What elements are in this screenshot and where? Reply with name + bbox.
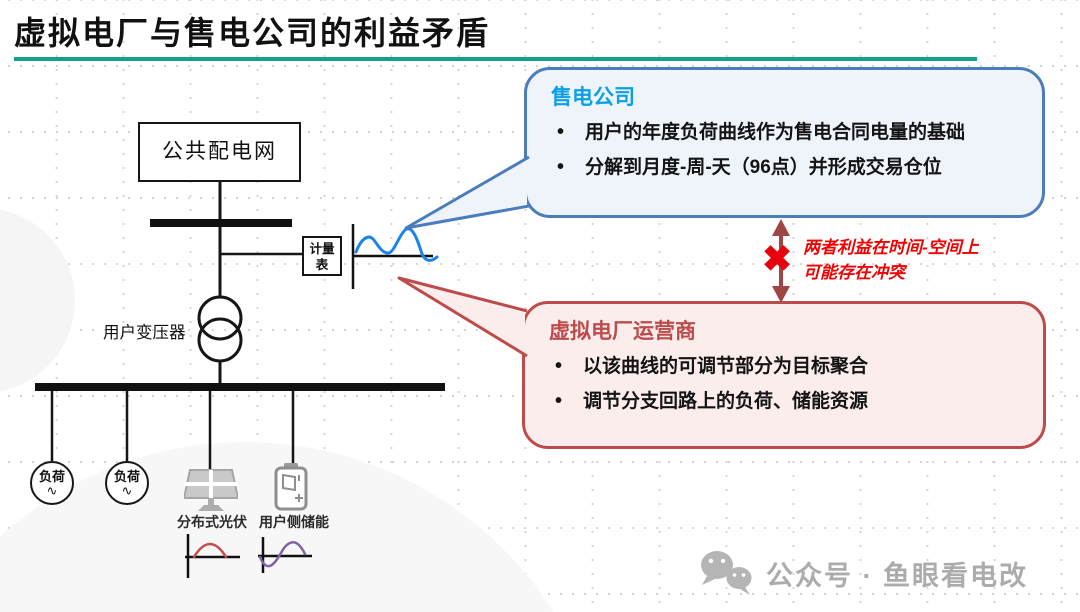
- pv-label: 分布式光伏: [177, 514, 247, 530]
- retailer-bullet-list: 用户的年度负荷曲线作为售电合同电量的基础 分解到月度-周-天（96点）并形成交易…: [549, 121, 1024, 179]
- watermark-text: 公众号 · 鱼眼看电改: [766, 560, 1028, 591]
- page-title: 虚拟电厂与售电公司的利益矛盾: [14, 15, 491, 51]
- conflict-note-line1: 两者利益在时间-空间上: [803, 238, 979, 257]
- bullet-item: 以该曲线的可调节部分为目标聚合: [547, 355, 1025, 378]
- title-underline: [14, 57, 977, 61]
- storage-curve-line: [258, 541, 307, 568]
- transformer-label: 用户变压器: [103, 324, 186, 342]
- meter-curve-chart: [351, 224, 439, 289]
- upper-bus: [150, 219, 292, 227]
- conflict-note-line2: 可能存在冲突: [803, 262, 905, 282]
- watermark: 公众号 · 鱼眼看电改: [698, 548, 1028, 598]
- sine-wave-icon: ∿: [121, 482, 133, 498]
- lower-bus: [35, 383, 445, 391]
- vpp-callout: 虚拟电厂运营商 以该曲线的可调节部分为目标聚合 调节分支回路上的负荷、储能资源: [522, 301, 1046, 449]
- retailer-callout: 售电公司 用户的年度负荷曲线作为售电合同电量的基础 分解到月度-周-天（96点）…: [524, 67, 1045, 218]
- public-grid-box: 公共配电网: [138, 122, 301, 182]
- battery-icon: [274, 463, 308, 511]
- conflict-x-icon: ✖: [762, 238, 793, 279]
- solar-panel-icon: [184, 469, 238, 511]
- storage-label: 用户侧储能: [259, 514, 329, 530]
- vpp-bullet-list: 以该曲线的可调节部分为目标聚合 调节分支回路上的负荷、储能资源: [547, 355, 1025, 413]
- meter-box: 计量表: [302, 236, 342, 276]
- vpp-callout-title: 虚拟电厂运营商: [549, 320, 696, 343]
- bullet-item: 用户的年度负荷曲线作为售电合同电量的基础: [549, 121, 1024, 144]
- load-label: 负荷: [38, 468, 65, 484]
- retailer-callout-title: 售电公司: [551, 86, 635, 109]
- pv-curve-chart: [185, 534, 240, 578]
- bullet-item: 分解到月度-周-天（96点）并形成交易仓位: [549, 156, 1024, 179]
- load-symbol: 负荷 ∿: [105, 461, 149, 505]
- conflict-note: 两者利益在时间-空间上 可能存在冲突: [803, 236, 1018, 285]
- load-label: 负荷: [113, 468, 140, 484]
- load-curve-line: [354, 227, 439, 262]
- pv-curve-line: [192, 542, 228, 559]
- sine-wave-icon: ∿: [46, 482, 58, 498]
- bullet-item: 调节分支回路上的负荷、储能资源: [547, 390, 1025, 413]
- storage-curve-chart: [258, 537, 312, 573]
- load-symbol: 负荷 ∿: [30, 461, 74, 505]
- wechat-icon: [701, 551, 752, 595]
- transformer-icon: [197, 295, 243, 363]
